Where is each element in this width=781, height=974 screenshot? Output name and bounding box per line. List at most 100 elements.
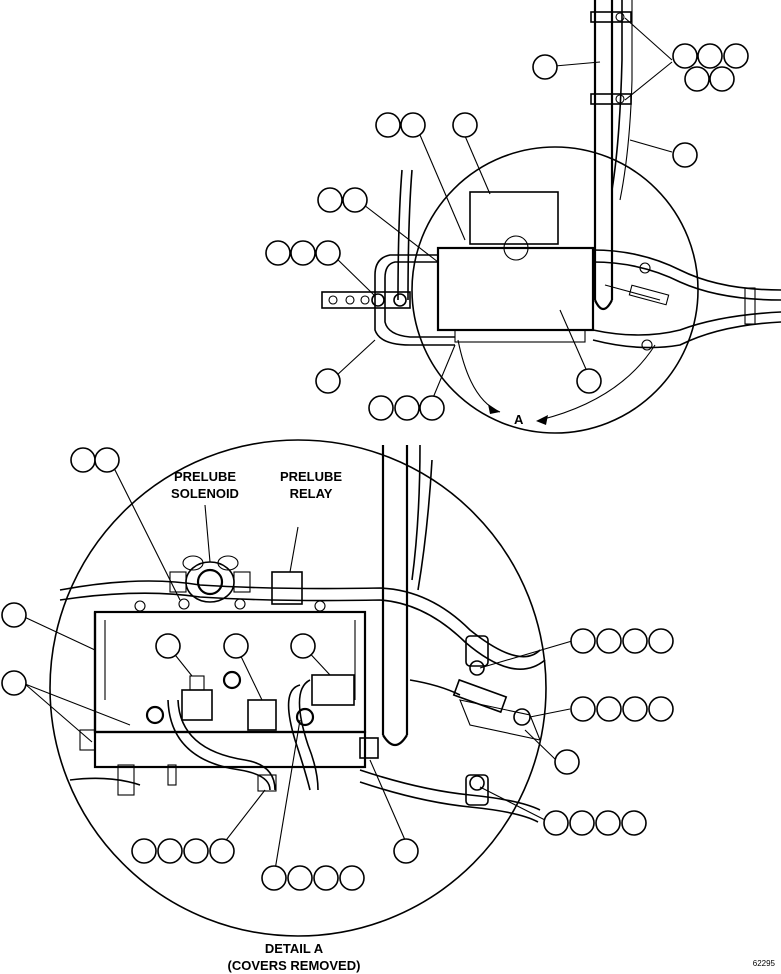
solenoid-core — [196, 568, 224, 596]
leader — [363, 204, 439, 263]
callout-balloon — [570, 696, 596, 722]
relay-housing — [469, 191, 559, 245]
grommet-left — [145, 705, 165, 725]
solenoid-wing — [182, 555, 204, 571]
callout-balloon — [419, 395, 445, 421]
ground-terminal — [513, 708, 531, 726]
callout-balloon — [157, 838, 183, 864]
callout-balloon — [70, 447, 96, 473]
callout-balloon — [339, 865, 365, 891]
callout-balloon — [532, 54, 558, 80]
pipe-bottom — [593, 299, 613, 311]
callout-balloon — [290, 633, 316, 659]
solenoid-port — [169, 571, 187, 593]
figure-number: 62295 — [753, 959, 776, 968]
harness-bottom-2 — [359, 781, 539, 823]
wire-right-1 — [592, 249, 781, 291]
pressure-switch-top — [189, 675, 205, 691]
view-arrowhead-right — [536, 415, 548, 425]
connector-lead — [409, 679, 461, 696]
wire-clamp-right — [744, 287, 756, 325]
leader — [369, 759, 406, 841]
callout-balloon — [261, 865, 287, 891]
harness-left — [69, 777, 141, 786]
callout-balloon — [672, 142, 698, 168]
prelube-solenoid-label-1: PRELUBE — [174, 469, 236, 484]
pipe-clamp-top — [590, 11, 632, 23]
callout-balloon — [648, 628, 674, 654]
wire-right-3 — [592, 311, 781, 336]
fitting-left — [117, 764, 135, 796]
solenoid-wing — [217, 555, 239, 571]
leader — [416, 127, 466, 241]
callout-balloon — [393, 838, 419, 864]
box-screw — [134, 600, 146, 612]
callout-balloon — [223, 633, 249, 659]
callout-balloon — [131, 838, 157, 864]
leader — [629, 139, 673, 153]
callout-balloon — [596, 696, 622, 722]
callout-balloon — [648, 696, 674, 722]
callout-balloon — [342, 187, 368, 213]
prelube-relay-label-1: PRELUBE — [280, 469, 342, 484]
callout-balloon — [94, 447, 120, 473]
harness-top-2 — [59, 592, 546, 670]
callout-balloon — [595, 810, 621, 836]
prelube-relay-label-2: RELAY — [290, 486, 333, 501]
terminal-hole-3 — [360, 295, 370, 305]
control-box-port — [503, 235, 529, 261]
relay-pointer — [289, 526, 299, 573]
wire-right-2 — [592, 261, 781, 301]
callout-balloon — [313, 865, 339, 891]
leader — [554, 61, 601, 67]
prelube-solenoid-label-2: SOLENOID — [171, 486, 239, 501]
internal-wire-a — [167, 699, 271, 791]
callout-balloon — [709, 66, 735, 92]
callout-balloon — [394, 395, 420, 421]
callout-balloon — [375, 112, 401, 138]
callout-balloon — [287, 865, 313, 891]
callout-balloon — [596, 628, 622, 654]
callout-balloon — [1, 602, 27, 628]
callout-balloon — [570, 628, 596, 654]
leader — [479, 786, 546, 821]
wire-tie — [257, 774, 277, 792]
callout-balloon — [317, 187, 343, 213]
prelube-solenoid — [185, 561, 235, 603]
pressure-switch — [181, 689, 213, 721]
leader — [274, 719, 301, 871]
callout-balloon — [622, 628, 648, 654]
callout-balloon — [452, 112, 478, 138]
mount-tab — [79, 729, 96, 751]
fitting-stud — [167, 764, 177, 786]
leader — [559, 309, 590, 377]
upper-view: A — [265, 0, 781, 434]
box-screw — [178, 598, 190, 610]
callout-balloon — [315, 368, 341, 394]
terminal-hole-2 — [345, 295, 355, 305]
pipe-line-3 — [619, 0, 633, 201]
harness-bottom-1 — [359, 769, 541, 811]
view-marker-label: A — [514, 412, 524, 427]
leader — [464, 135, 491, 195]
callout-balloon — [209, 838, 235, 864]
connector-wire — [604, 284, 661, 301]
detail-a-view: PRELUBE SOLENOID PRELUBE RELAY DETAIL A … — [1, 439, 674, 973]
callout-balloon — [723, 43, 749, 69]
leader — [624, 61, 673, 101]
leader — [24, 683, 131, 726]
leader — [219, 789, 266, 849]
leader — [524, 729, 557, 761]
tube-left-inner — [384, 261, 455, 338]
grommet-right — [295, 707, 315, 727]
leader — [335, 339, 376, 377]
connector-strip — [454, 329, 586, 343]
leader — [624, 17, 673, 61]
leader — [24, 683, 93, 743]
callout-balloon — [543, 810, 569, 836]
inline-connector — [628, 284, 670, 306]
callout-balloon — [697, 43, 723, 69]
ground-bracket — [459, 699, 541, 741]
detail-hose-b — [417, 459, 433, 591]
